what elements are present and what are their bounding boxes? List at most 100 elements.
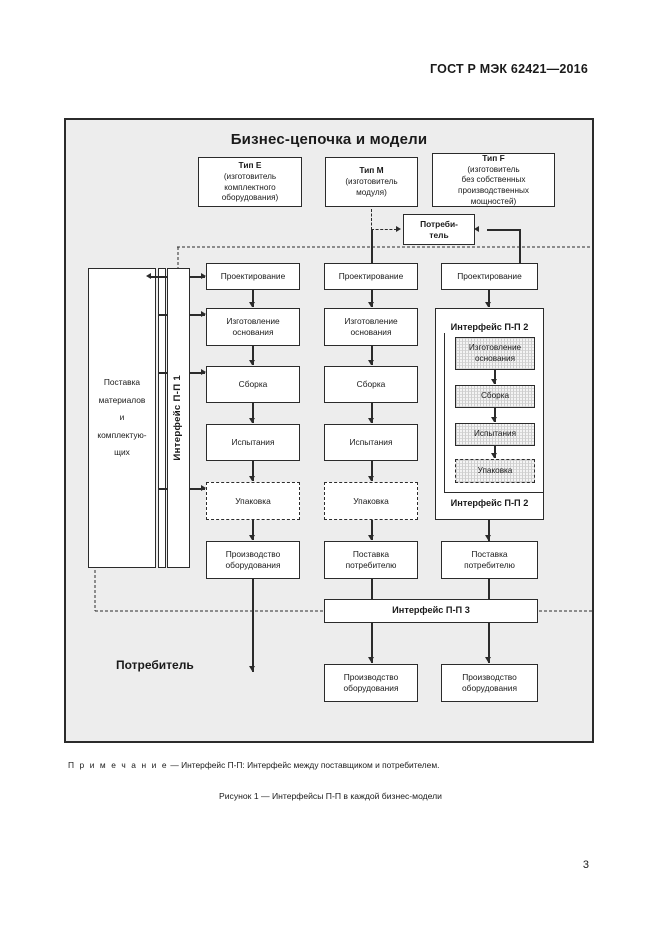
figure-caption: Рисунок 1 — Интерфейсы П-П в каждой бизн… <box>219 791 442 801</box>
arrow-m-4 <box>368 476 374 481</box>
type-f-desc-3: производственных <box>458 185 529 195</box>
type-m-title: Тип M <box>359 165 384 176</box>
interface-pp3-label: Интерфейс П-П 3 <box>392 605 470 616</box>
connector-f-1 <box>488 290 490 307</box>
box-f-design-label: Проектирование <box>457 271 522 282</box>
arrow-e-6 <box>249 666 255 671</box>
arrow-m-2 <box>368 360 374 365</box>
box-m-assembly: Сборка <box>324 366 418 403</box>
connector-f-3 <box>488 579 490 600</box>
note-dash: — <box>168 760 182 770</box>
type-m-desc-2: модуля) <box>356 187 387 197</box>
interface-pp2-bottom-label-wrap: Интерфейс П-П 2 <box>436 493 543 511</box>
box-e-assembly: Сборка <box>206 366 300 403</box>
connector-m-2 <box>371 346 373 365</box>
box-m-delivery-label-1: Поставка <box>352 549 390 560</box>
arrow-m-5 <box>368 535 374 540</box>
box-e-production: Производство оборудования <box>206 541 300 579</box>
arrow-m-3 <box>368 418 374 423</box>
box-e-design: Проектирование <box>206 263 300 290</box>
interface-pp3-bar: Интерфейс П-П 3 <box>324 599 538 623</box>
arrow-iface1-design <box>201 273 206 279</box>
arrow-f-inner-1 <box>491 379 497 384</box>
connector-pp3-2 <box>488 623 490 663</box>
consumer-section-label: Потребитель <box>116 658 194 672</box>
interface-pp2-top-label: Интерфейс П-П 2 <box>450 322 529 332</box>
type-box-f: Тип F (изготовитель без собственных прои… <box>432 153 555 207</box>
box-m-testing: Испытания <box>324 424 418 461</box>
figure-frame: Бизнес-цепочка и модели Тип E (изготовит… <box>64 118 594 743</box>
box-e-testing-label: Испытания <box>231 437 275 448</box>
box-e-production-label-1: Производство <box>225 549 281 560</box>
supply-line-2: материалов <box>98 394 146 405</box>
consumer-top-line-2: тель <box>429 229 449 240</box>
interface-pp2-bottom-label: Интерфейс П-П 2 <box>450 498 529 508</box>
iface1-tick-2 <box>158 372 167 374</box>
arrow-e-5 <box>249 535 255 540</box>
box-e-packing: Упаковка <box>206 482 300 520</box>
arrow-e-3 <box>249 418 255 423</box>
iface1-tick-3 <box>158 488 167 490</box>
connector-iface1-to-supply <box>150 276 168 278</box>
dotted-divider-bottom-riser <box>94 569 96 611</box>
connector-m-to-consumer-h <box>371 229 397 230</box>
box-f-design: Проектирование <box>441 263 538 290</box>
dotted-divider-bottom-left <box>94 610 324 612</box>
box-m-testing-label: Испытания <box>349 437 393 448</box>
supply-line-4: комплектую- <box>97 429 147 440</box>
connector-f-inner-1 <box>494 370 496 384</box>
box-f-delivery-label-1: Поставка <box>471 549 508 560</box>
connector-iface1-assembly <box>190 372 205 374</box>
inner-box-f-packing: Упаковка <box>455 459 535 483</box>
connector-e-4 <box>252 461 254 481</box>
document-header: ГОСТ Р МЭК 62421—2016 <box>430 62 588 76</box>
box-f-delivery-label-2: потребителю <box>464 560 515 570</box>
box-m-delivery: Поставка потребителю <box>324 541 418 579</box>
box-m-packing-label: Упаковка <box>353 495 389 506</box>
box-m-delivery-label-2: потребителю <box>345 560 397 570</box>
connector-m-6 <box>371 579 373 600</box>
box-bottom-production-f-label-1: Производство <box>462 672 517 683</box>
connector-f-inner-3 <box>494 446 496 458</box>
box-m-assembly-label: Сборка <box>356 379 386 390</box>
connector-m-3 <box>371 403 373 423</box>
box-m-packing: Упаковка <box>324 482 418 520</box>
supply-line-3: и <box>119 412 125 423</box>
type-f-desc-2: без собственных <box>461 175 526 185</box>
arrow-iface1-assembly <box>201 369 206 375</box>
connector-e-2 <box>252 346 254 365</box>
arrow-iface1-to-supply <box>146 273 151 279</box>
type-box-e: Тип E (изготовитель комплектного оборудо… <box>198 157 302 207</box>
box-e-design-label: Проектирование <box>220 271 286 282</box>
connector-f-to-consumer-h <box>487 229 520 231</box>
box-bottom-production-m: Производство оборудования <box>324 664 418 702</box>
supply-line-5: щих <box>114 447 130 458</box>
supply-channel <box>158 268 166 568</box>
figure-title: Бизнес-цепочка и модели <box>230 131 428 148</box>
dotted-divider-top <box>176 246 592 248</box>
connector-e-3 <box>252 403 254 423</box>
box-e-base: Изготовление основания <box>206 308 300 346</box>
type-e-title: Тип E <box>238 160 262 171</box>
arrow-f-inner-2 <box>491 417 497 422</box>
connector-pp3-1 <box>371 623 373 663</box>
type-e-desc-2: комплектного <box>224 182 276 192</box>
box-m-base-label-2: основания <box>350 327 392 337</box>
dotted-divider-bottom-right <box>538 610 592 612</box>
connector-e-6 <box>252 579 254 672</box>
arrow-pp3-1 <box>368 657 374 662</box>
figure-note: П р и м е ч а н и е — Интерфейс П-П: Инт… <box>68 760 598 770</box>
arrow-e-1 <box>249 302 255 307</box>
box-bottom-production-f-label-2: оборудования <box>462 683 517 693</box>
note-label: П р и м е ч а н и е <box>68 760 169 770</box>
connector-iface1-design <box>190 276 205 278</box>
box-bottom-production-m-label-2: оборудования <box>343 683 399 693</box>
type-f-desc-1: (изготовитель <box>467 164 520 174</box>
connector-f-inner-2 <box>494 408 496 422</box>
box-bottom-production-m-label-1: Производство <box>343 672 399 683</box>
arrow-pp3-2 <box>485 657 491 662</box>
supply-block: Поставка материалов и комплектую- щих <box>88 268 156 568</box>
inner-box-f-base-label-2: основания <box>474 353 516 363</box>
box-e-production-label-2: оборудования <box>225 560 281 570</box>
connector-m-5 <box>371 520 373 540</box>
